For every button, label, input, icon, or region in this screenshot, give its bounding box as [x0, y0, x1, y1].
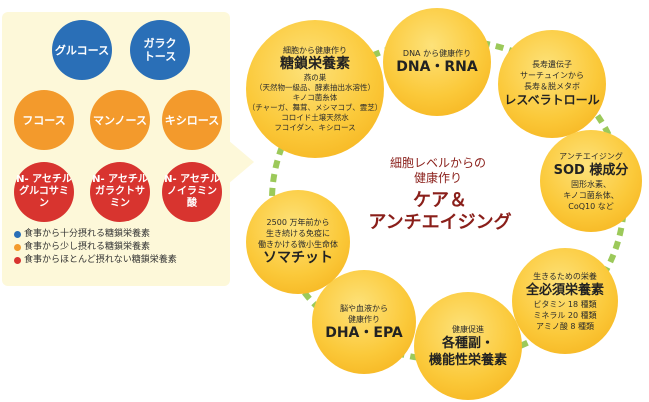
legend-item: 食事からほとんど摂れない糖鎖栄養素 — [14, 254, 177, 267]
node-caption: 脳や血液から 健康作り — [340, 303, 388, 324]
chip-n-acetylglucosamine: N- アセチル グルコサミン — [14, 162, 74, 222]
node-detail: 固形水素、 キノコ菌糸体、 CoQ10 など — [563, 179, 619, 211]
node-caption: DNA から健康作り — [402, 49, 472, 58]
legend-item: 食事から少し摂れる糖鎖栄養素 — [14, 241, 177, 254]
chip-galactose: ガラク トース — [130, 20, 190, 80]
legend-dot-icon — [14, 231, 21, 238]
legend-text: 食事から少し摂れる糖鎖栄養素 — [24, 242, 151, 252]
node-title: DHA・EPA — [325, 324, 403, 341]
node-dna-rna: DNA から健康作り DNA・RNA — [383, 8, 491, 116]
node-sugar-chain-nutrients: 細胞から健康作り 糖鎖栄養素 燕の巣 （天然物一級品、酵素抽出水溶性） キノコ菌… — [246, 20, 384, 158]
node-title: レスベラトロール — [504, 93, 600, 107]
panel-pointer — [228, 140, 254, 184]
chip-xylose: キシロース — [162, 90, 222, 150]
node-dha-epa: 脳や血液から 健康作り DHA・EPA — [312, 270, 416, 374]
node-detail: ビタミン 18 種類 ミネラル 20 種類 アミノ酸 8 種類 — [533, 299, 597, 331]
node-caption: 健康促進 — [452, 324, 484, 334]
legend: 食事から十分摂れる糖鎖栄養素 食事から少し摂れる糖鎖栄養素 食事からほとんど摂れ… — [14, 228, 177, 267]
node-caption: アンチエイジング — [559, 151, 623, 161]
legend-dot-icon — [14, 244, 21, 251]
node-title: ソマチット — [263, 250, 333, 266]
node-essential-nutrients: 生きるための栄養 全必須栄養素 ビタミン 18 種類 ミネラル 20 種類 アミ… — [512, 248, 618, 354]
chip-glucose: グルコース — [52, 20, 112, 80]
node-caption: 長寿遺伝子 サーチュインから 長寿＆脱メタボ — [520, 60, 584, 91]
center-subtitle: 細胞レベルからの 健康作り — [389, 156, 486, 185]
chip-n-acetylgalactosamine: N- アセチル ガラクトサミン — [90, 162, 150, 222]
node-resveratrol: 長寿遺伝子 サーチュインから 長寿＆脱メタボ レスベラトロール — [498, 30, 606, 138]
node-title: DNA・RNA — [396, 59, 478, 75]
node-title: SOD 様成分 — [553, 162, 629, 178]
legend-text: 食事から十分摂れる糖鎖栄養素 — [24, 229, 151, 239]
node-title: 全必須栄養素 — [525, 282, 604, 298]
node-title: 糖鎖栄養素 — [280, 56, 350, 72]
chip-fucose: フコース — [14, 90, 74, 150]
chip-n-acetylneuraminic-acid: N- アセチル ノイラミン酸 — [162, 162, 222, 222]
node-sod-like: アンチエイジング SOD 様成分 固形水素、 キノコ菌糸体、 CoQ10 など — [540, 130, 642, 232]
node-title: 各種副・ 機能性栄養素 — [428, 335, 507, 368]
node-detail: 燕の巣 （天然物一級品、酵素抽出水溶性） キノコ菌糸体 （チャーガ、舞茸、メシマ… — [247, 73, 383, 132]
legend-item: 食事から十分摂れる糖鎖栄養素 — [14, 228, 177, 241]
node-caption: 生きるための栄養 — [533, 271, 597, 281]
node-somatid: 2500 万年前から 生き続ける免疫に 働きかける微小生命体 ソマチット — [246, 190, 350, 294]
node-caption: 2500 万年前から 生き続ける免疫に 働きかける微小生命体 — [258, 218, 338, 249]
legend-text: 食事からほとんど摂れない糖鎖栄養素 — [24, 255, 177, 265]
legend-dot-icon — [14, 257, 21, 264]
node-functional-nutrients: 健康促進 各種副・ 機能性栄養素 — [414, 292, 522, 400]
chip-mannose: マンノース — [90, 90, 150, 150]
node-caption: 細胞から健康作り — [283, 46, 347, 55]
center-title: ケア＆ アンチエイジング — [368, 190, 512, 233]
